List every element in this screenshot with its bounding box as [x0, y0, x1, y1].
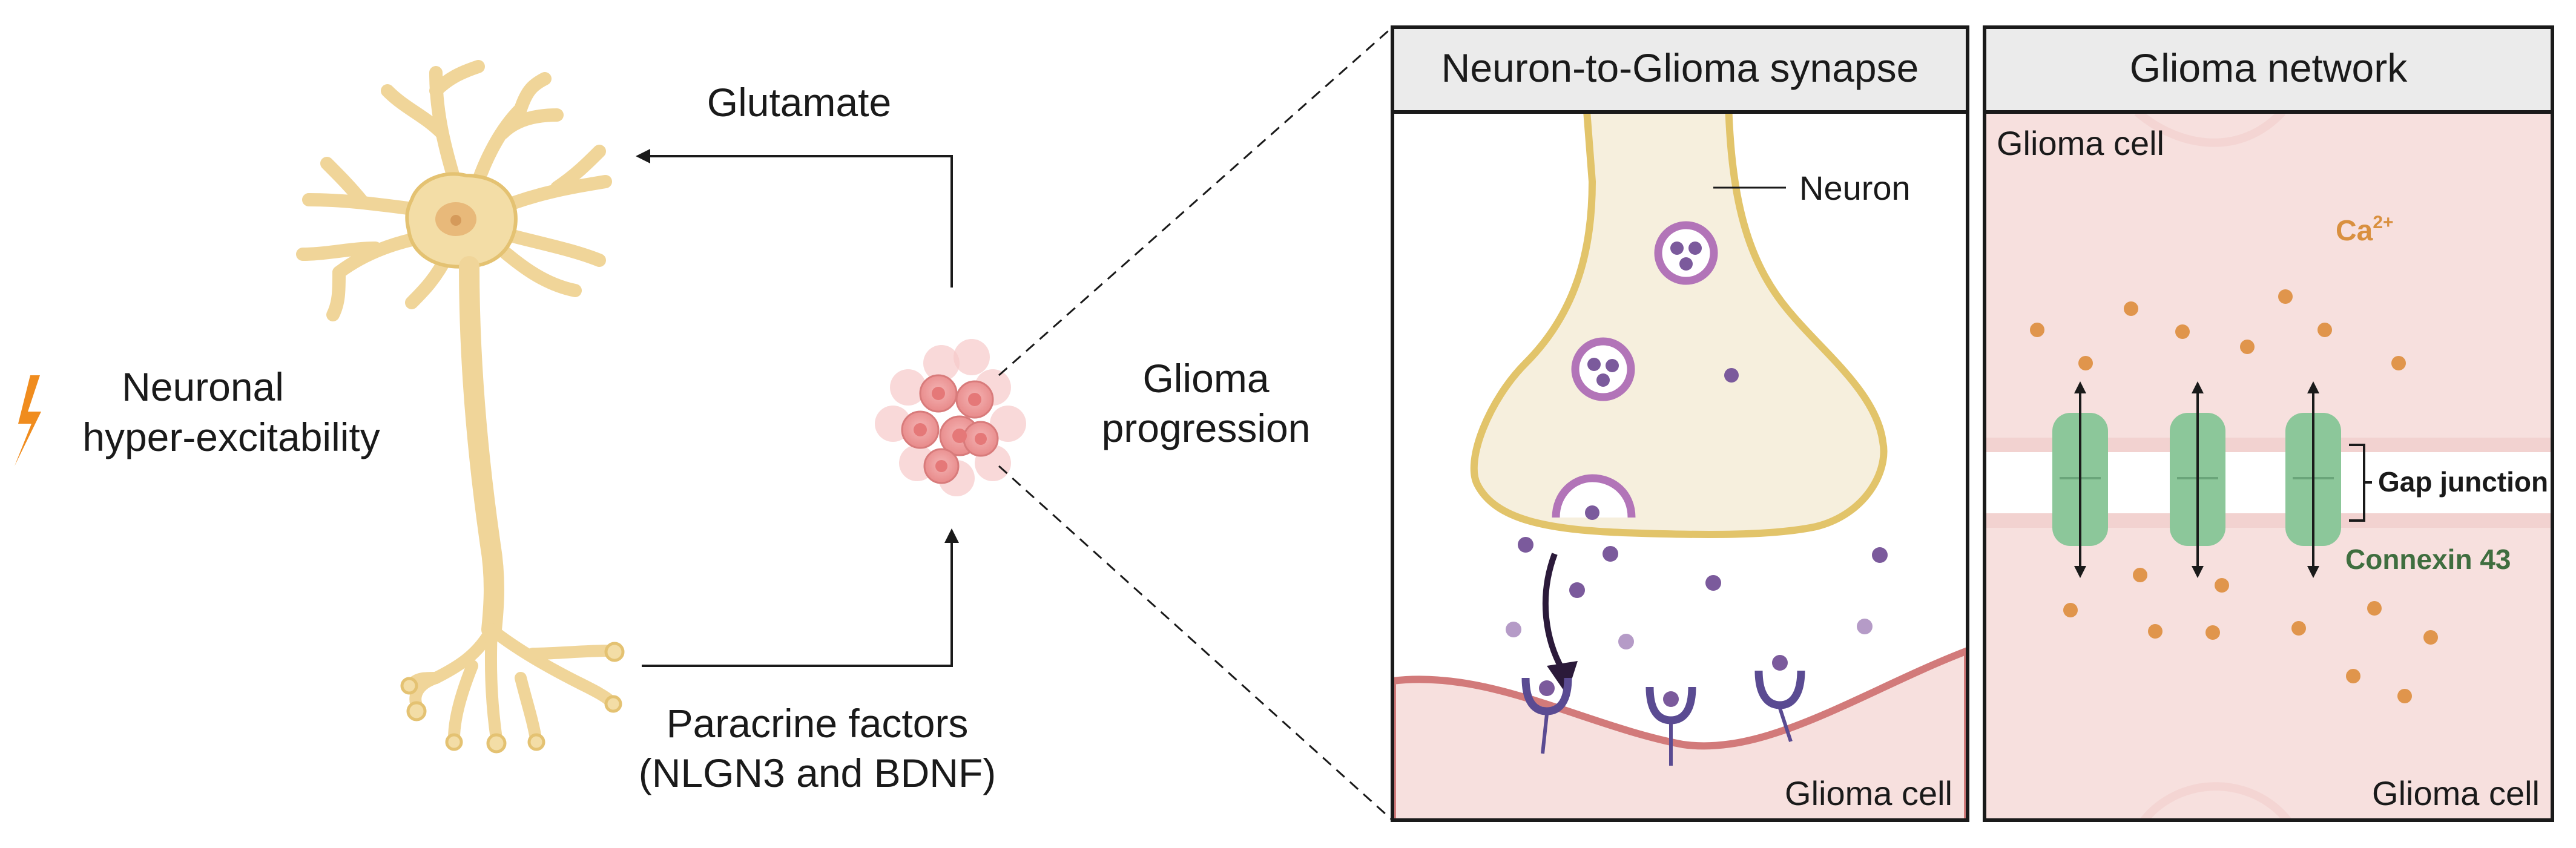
- neurotransmitters-cleft: [1506, 537, 1888, 671]
- synapse-glioma-label: Glioma cell: [1785, 774, 1952, 812]
- network-title-bar: [1983, 25, 2554, 114]
- calcium-ions: [2030, 289, 2438, 703]
- zoom-line-bottom: [998, 465, 1394, 821]
- zoom-line-top: [998, 26, 1393, 376]
- synapse-glioma-cell: [1392, 646, 1968, 821]
- gap-junction-label: Gap junction: [2378, 466, 2548, 498]
- glutamate-receptor: [1754, 670, 1805, 742]
- neurotransmitter: [1724, 368, 1739, 383]
- neuronal-label-line1: Neuronal: [122, 364, 284, 409]
- paracrine-label-line1: Paracrine factors: [667, 701, 969, 746]
- network-title: Glioma network: [2130, 45, 2408, 90]
- glioma-progression-line1: Glioma: [1142, 356, 1269, 401]
- terminal-bulbs: [400, 642, 625, 754]
- calcium-label: Ca2+: [2336, 212, 2394, 247]
- glutamate-label: Glutamate: [707, 80, 891, 125]
- network-glioma-label-top: Glioma cell: [1997, 124, 2164, 162]
- synapse-title-bar: [1391, 25, 1969, 114]
- releasing-vesicle: [1552, 474, 1636, 518]
- paracrine-label-line2: (NLGN3 and BDNF): [639, 751, 996, 795]
- neuronal-label-line2: hyper-excitability: [82, 415, 380, 459]
- network-glioma-label-bottom: Glioma cell: [2372, 774, 2540, 812]
- neuron-nucleolus: [450, 215, 461, 226]
- neuron-axon: [459, 256, 504, 640]
- network-panel: Gap junction Connexin 43 Ca2+ Glioma cel…: [1983, 25, 2554, 822]
- paracrine-arrow: [642, 528, 959, 667]
- connexin-label: Connexin 43: [2345, 544, 2511, 575]
- release-arrow: [1542, 553, 1565, 671]
- glioma-progression-line2: progression: [1102, 406, 1311, 450]
- neuron-illustration: [296, 60, 625, 754]
- synapse-title: Neuron-to-Glioma synapse: [1441, 45, 1919, 90]
- connexin-channel: [2170, 381, 2225, 578]
- gap-junction-bracket: [2349, 444, 2372, 522]
- glutamate-arrow: [636, 149, 953, 288]
- glutamate-receptor: [1645, 686, 1696, 766]
- neuron-label: Neuron: [1799, 169, 1911, 207]
- synapse-neuron-terminal: [1470, 112, 1888, 538]
- synapse-panel: Neuron-to-Glioma synapse Neuron Glioma c…: [1391, 25, 1969, 822]
- neuron-axon-terminals: [406, 623, 618, 744]
- connexin-channel: [2052, 381, 2108, 578]
- glioma-cluster: [875, 339, 1026, 496]
- synaptic-vesicle: [1654, 221, 1718, 285]
- synaptic-vesicle: [1571, 337, 1635, 401]
- connexin-channel: [2285, 381, 2341, 578]
- glutamate-receptor: [1521, 677, 1572, 754]
- lightning-bolt-icon: [15, 375, 41, 466]
